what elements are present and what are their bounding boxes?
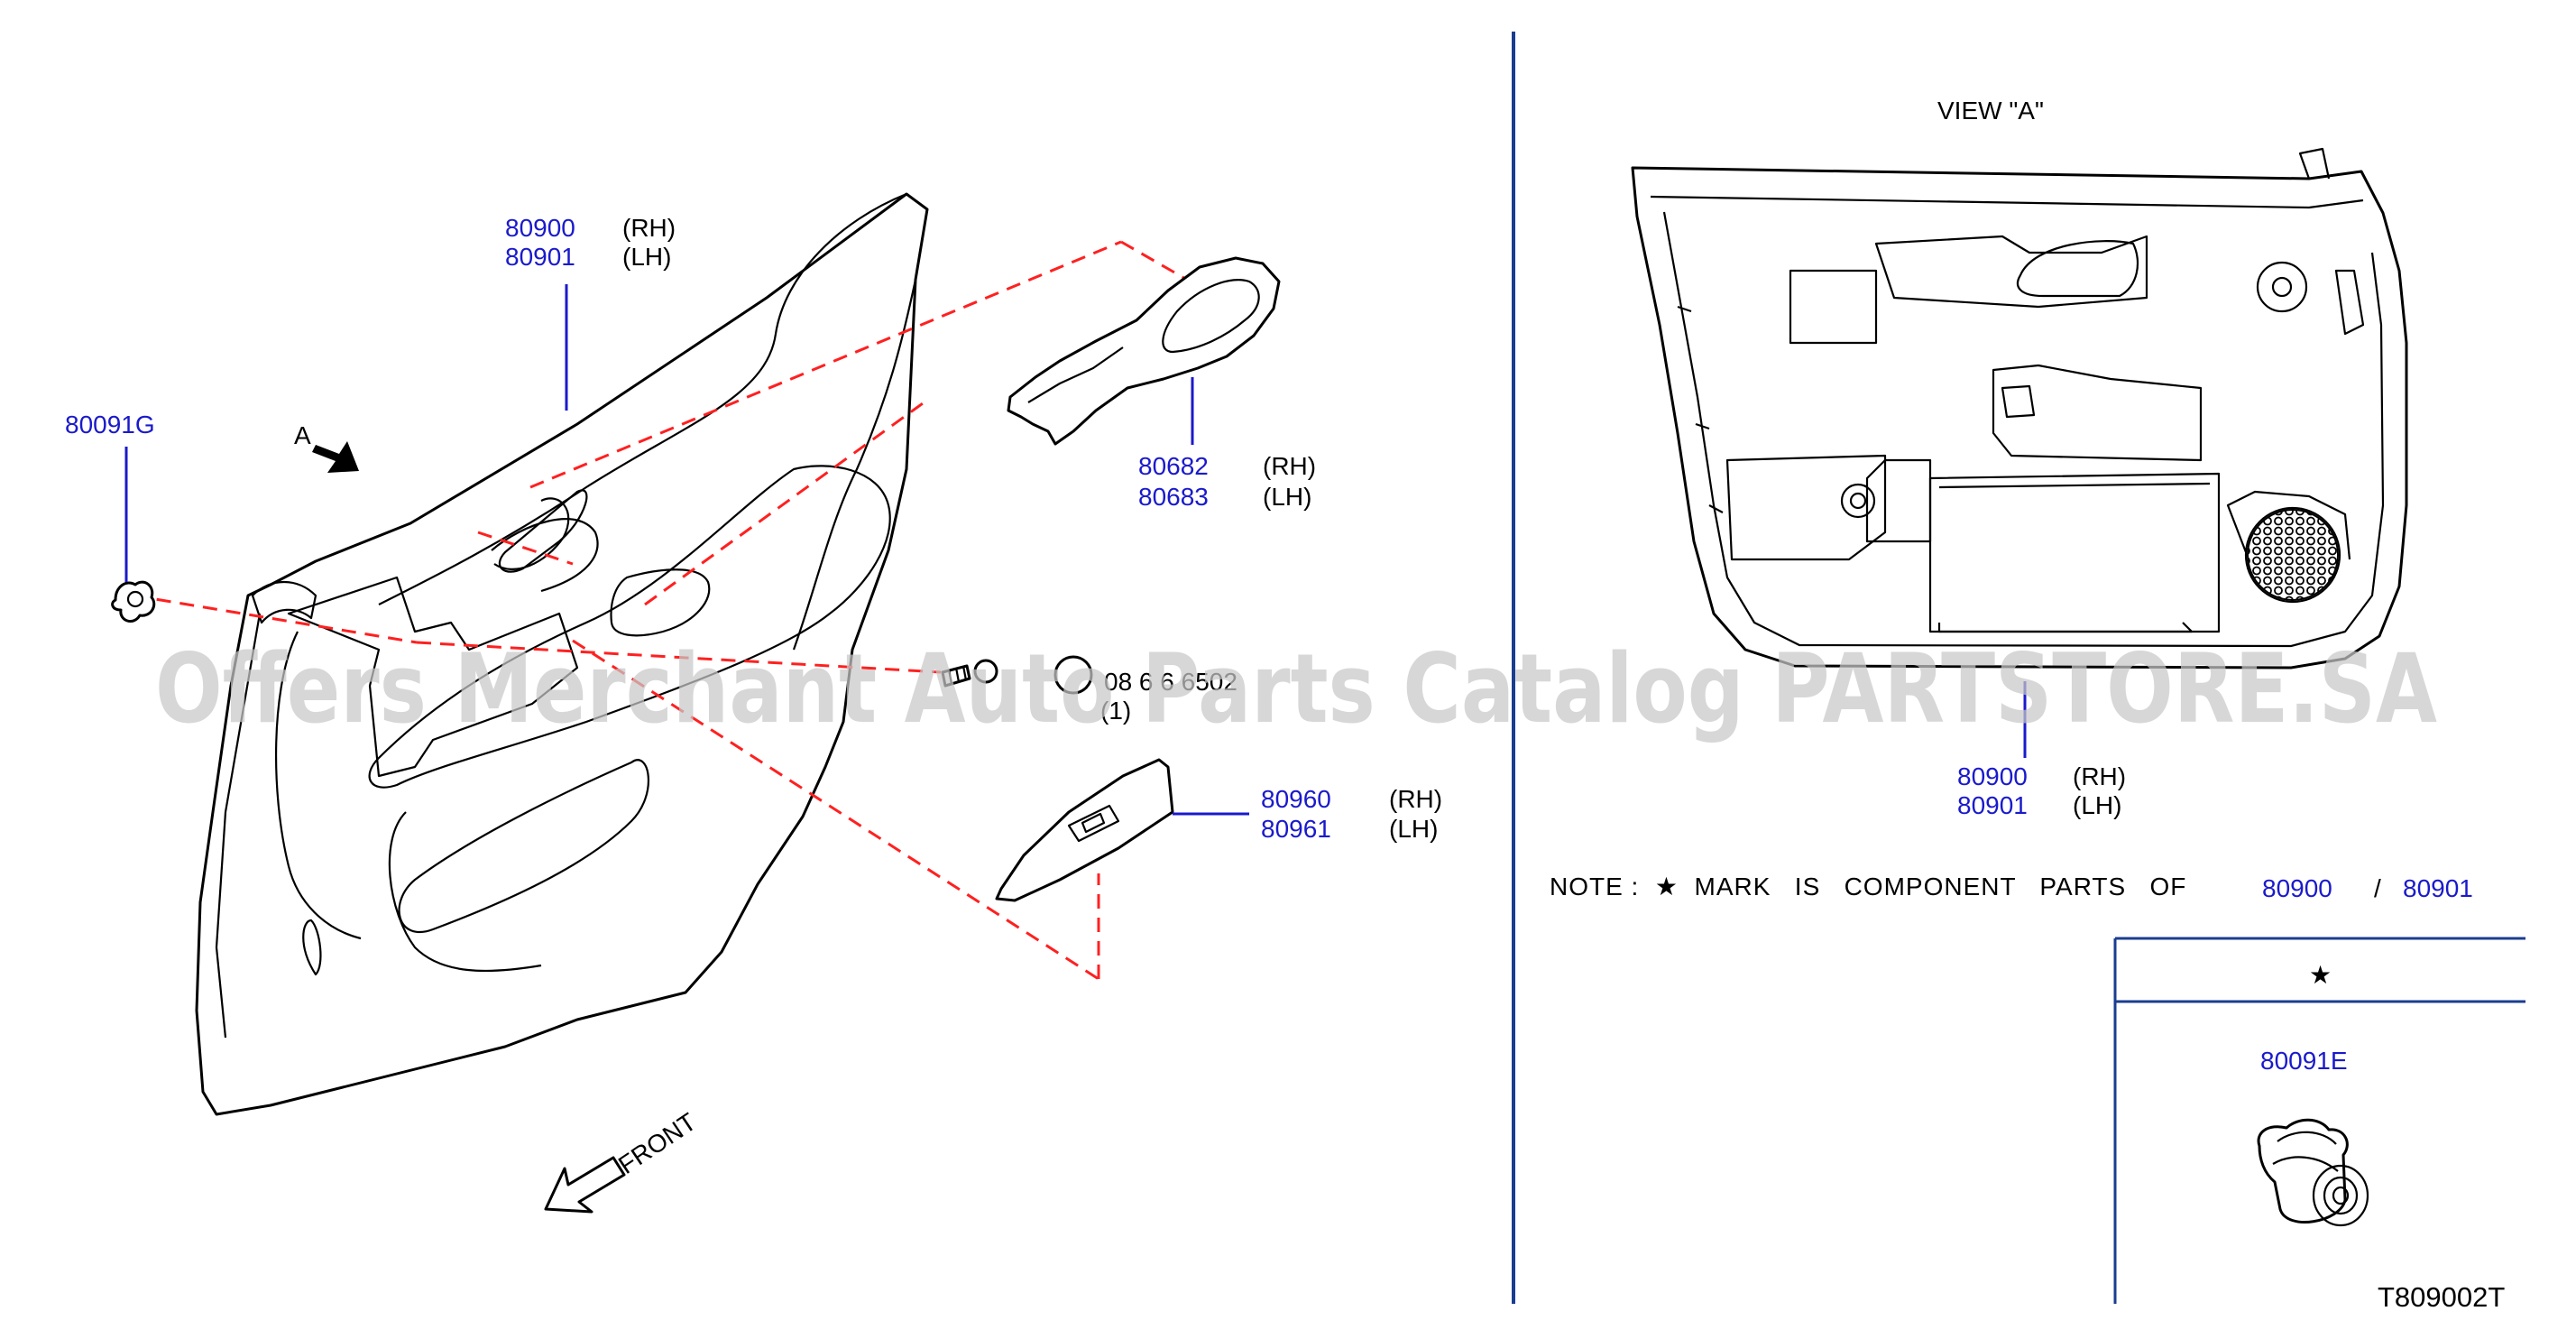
view-a-rh: (RH) xyxy=(2073,762,2126,790)
clip-80091g[interactable] xyxy=(111,447,156,623)
note-separator: / xyxy=(2374,874,2381,902)
dashed-reference-lines xyxy=(133,240,1201,981)
note-part-a: 80900 xyxy=(2262,874,2332,902)
screw-part-number: 08 6 6 6502 xyxy=(1104,668,1237,696)
window-switch-finisher[interactable] xyxy=(995,758,1174,902)
pull-handle[interactable] xyxy=(1007,256,1281,446)
component-parts-box xyxy=(2113,937,2525,1304)
pull-handle-lh: (LH) xyxy=(1263,483,1311,511)
screw[interactable] xyxy=(941,659,998,688)
note-text: NOTE : ★ MARK IS COMPONENT PARTS OF xyxy=(1550,873,2186,900)
switch-finisher-rh: (RH) xyxy=(1389,785,1442,813)
view-a-arrow xyxy=(312,441,359,473)
view-a-title: VIEW "A" xyxy=(1937,97,2044,125)
screw-reference-circle xyxy=(1053,655,1093,695)
door-trim-back-view[interactable] xyxy=(1631,147,2408,670)
component-star: ★ xyxy=(2309,961,2332,989)
pull-handle-part-rh: 80682 xyxy=(1138,452,1209,480)
view-a-part-lh: 80901 xyxy=(1957,791,2028,819)
main-panel-part-lh: 80901 xyxy=(505,243,575,271)
pull-handle-part-lh: 80683 xyxy=(1138,483,1209,511)
switch-finisher-part-lh: 80961 xyxy=(1261,815,1331,843)
door-trim-panel[interactable] xyxy=(195,192,929,1116)
front-direction-arrow xyxy=(544,1156,626,1214)
main-panel-lh: (LH) xyxy=(622,243,671,271)
view-a-lh: (LH) xyxy=(2073,791,2121,819)
clip-80091g-part-number: 80091G xyxy=(65,411,155,439)
screw-quantity: (1) xyxy=(1100,697,1131,725)
watermark: Offers Merchant Auto Parts Catalog PARTS… xyxy=(155,633,2437,744)
clip-80091e[interactable] xyxy=(2257,1118,2369,1227)
view-a-arrow-label: A xyxy=(294,421,311,449)
clip-80091e-part-number: 80091E xyxy=(2260,1047,2348,1075)
speaker-grille xyxy=(2247,509,2339,601)
view-a-part-rh: 80900 xyxy=(1957,762,2028,790)
switch-finisher-lh: (LH) xyxy=(1389,815,1438,843)
main-panel-rh: (RH) xyxy=(622,214,676,242)
main-panel-part-rh: 80900 xyxy=(505,214,575,242)
note-part-b: 80901 xyxy=(2403,874,2473,902)
front-direction-label: FRONT xyxy=(613,1107,701,1179)
pull-handle-rh: (RH) xyxy=(1263,452,1316,480)
switch-finisher-part-rh: 80960 xyxy=(1261,785,1331,813)
diagram-code: T809002T xyxy=(2378,1281,2505,1313)
